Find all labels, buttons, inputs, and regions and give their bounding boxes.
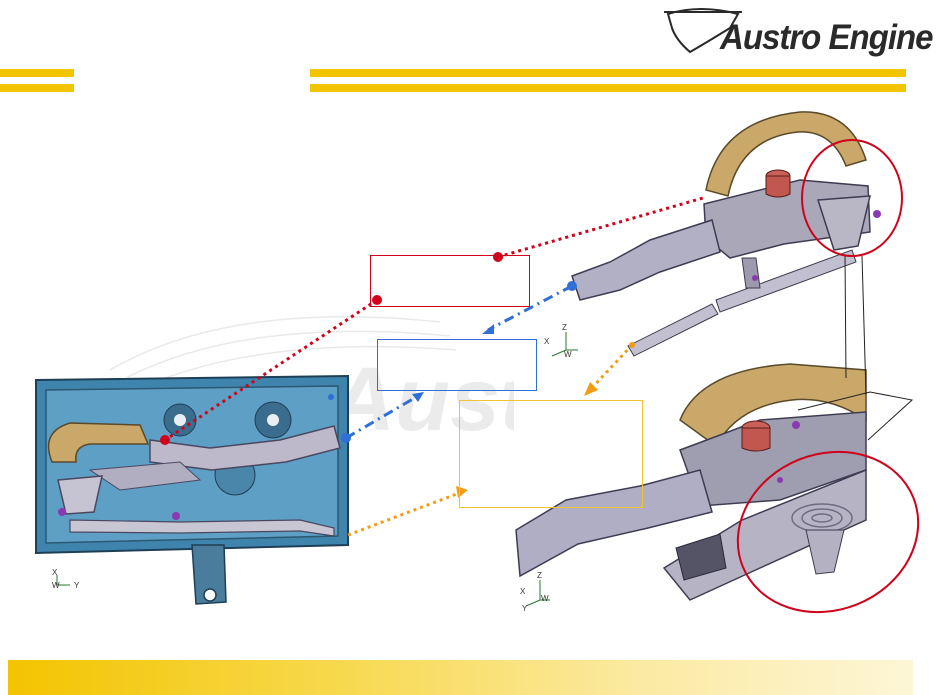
svg-text:X: X: [544, 337, 550, 346]
header-bar-left-lower: [0, 84, 74, 92]
svg-text:W: W: [541, 594, 549, 603]
lower-detail-view: [514, 362, 870, 628]
top-view-axis: [56, 575, 70, 586]
callout-box-red: [370, 255, 530, 307]
highlight-ellipse-upper: [801, 139, 903, 257]
footer-band: [8, 660, 913, 695]
header-bar-right-lower: [310, 84, 906, 92]
svg-text:Z: Z: [562, 323, 567, 332]
callout-box-blue: [377, 339, 537, 391]
orange-connectors: [347, 343, 634, 537]
svg-text:W: W: [564, 350, 572, 359]
highlight-ellipse-lower: [736, 450, 920, 614]
red-connectors: [164, 196, 704, 442]
svg-text:X: X: [520, 587, 526, 596]
upper-assembly: [571, 111, 881, 357]
top-view-housing: [35, 374, 349, 605]
blue-connectors: [345, 284, 573, 440]
svg-text:Y: Y: [522, 604, 528, 613]
callout-box-orange: [459, 400, 643, 508]
svg-text:Z: Z: [537, 571, 542, 580]
logo-text: Austro Engine: [720, 16, 934, 57]
zoom-lines: [797, 255, 914, 441]
svg-text:X: X: [52, 568, 58, 577]
header-bar-right-upper: [310, 69, 906, 77]
svg-text:Y: Y: [74, 581, 80, 590]
svg-text:W: W: [52, 581, 60, 590]
header-bar-left-upper: [0, 69, 74, 77]
